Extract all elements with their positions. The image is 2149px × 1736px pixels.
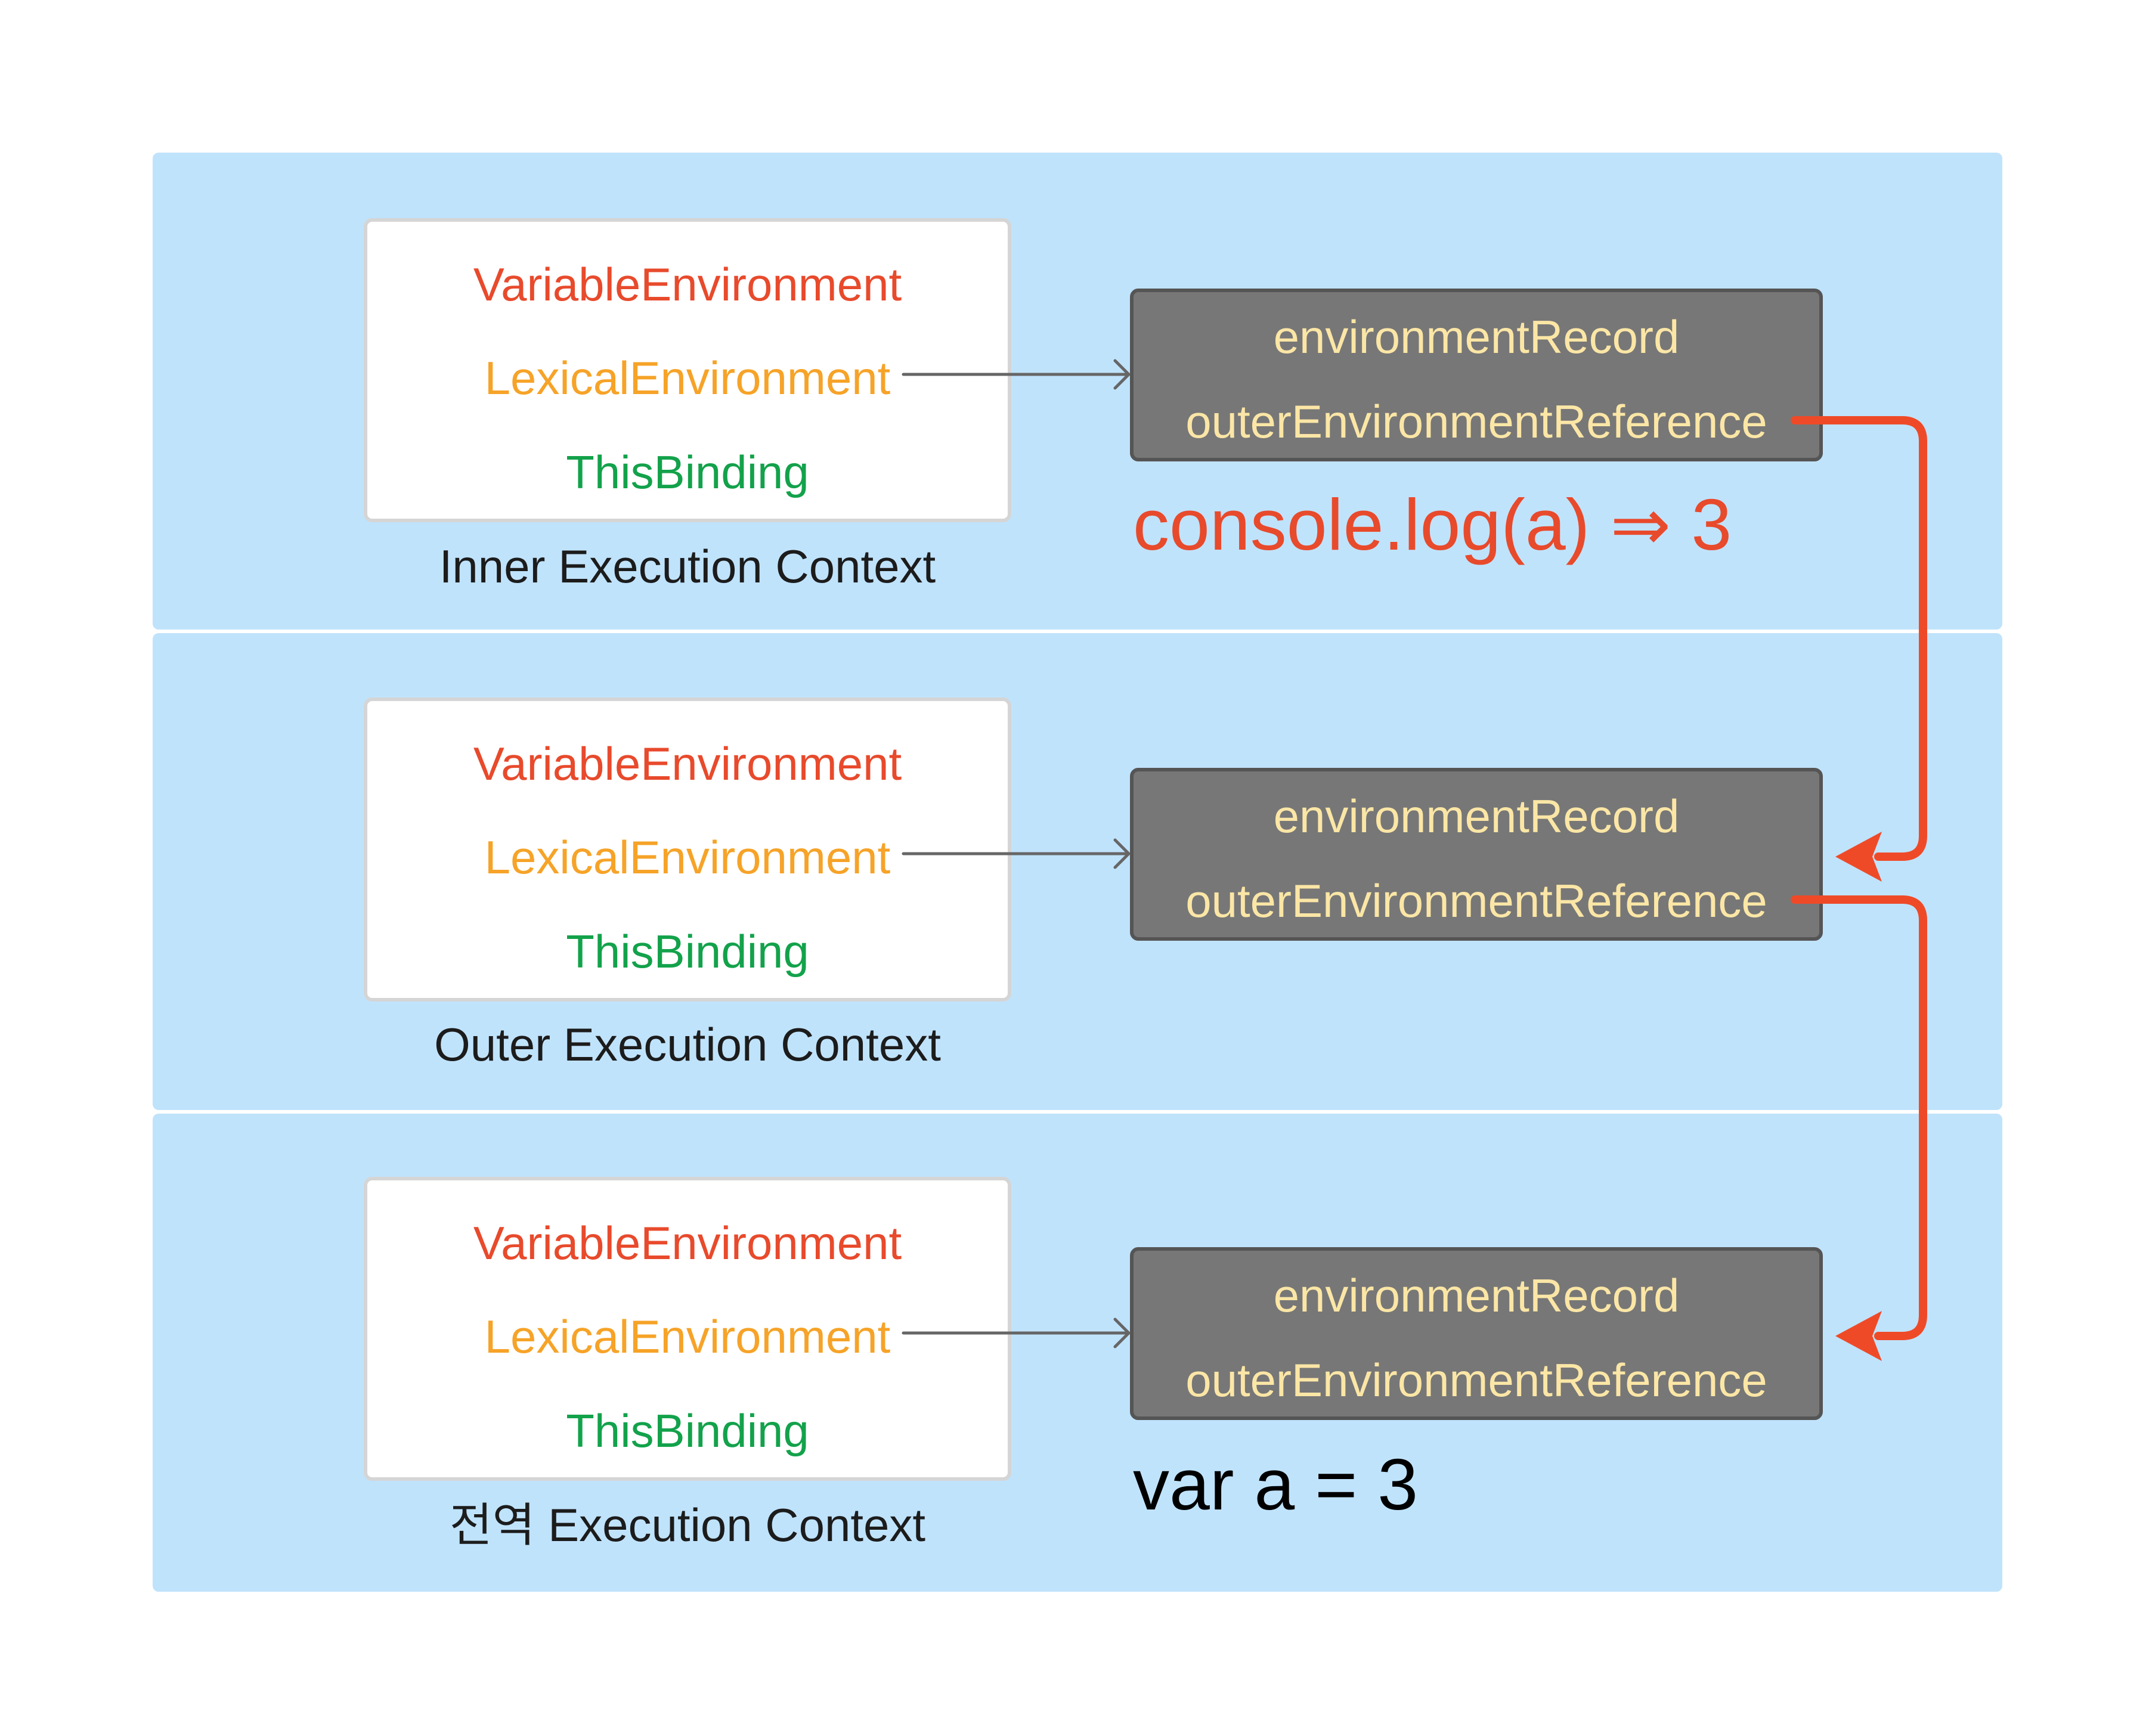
lexical-environment-label: LexicalEnvironment	[484, 1310, 891, 1363]
inner-execution-context-box: VariableEnvironment LexicalEnvironment T…	[364, 218, 1011, 522]
lexical-environment-label: LexicalEnvironment	[484, 831, 891, 884]
environment-record-label: environmentRecord	[1273, 1269, 1680, 1322]
this-binding-label: ThisBinding	[566, 446, 809, 498]
outer-execution-context-box: VariableEnvironment LexicalEnvironment T…	[364, 698, 1011, 1002]
global-execution-context-box: VariableEnvironment LexicalEnvironment T…	[364, 1177, 1011, 1481]
outer-environment-reference-label: outerEnvironmentReference	[1185, 395, 1767, 448]
this-binding-label: ThisBinding	[566, 925, 809, 978]
lexical-environment-label: LexicalEnvironment	[484, 352, 891, 404]
outer-lexical-environment-box: environmentRecord outerEnvironmentRefere…	[1130, 768, 1823, 941]
inner-lexical-environment-box: environmentRecord outerEnvironmentRefere…	[1130, 289, 1823, 461]
outer-environment-reference-label: outerEnvironmentReference	[1185, 1354, 1767, 1406]
variable-environment-label: VariableEnvironment	[473, 737, 902, 790]
outer-environment-reference-label: outerEnvironmentReference	[1185, 875, 1767, 927]
outer-execution-context-label: Outer Execution Context	[434, 1018, 941, 1071]
environment-record-label: environmentRecord	[1273, 311, 1680, 363]
inner-execution-context-label: Inner Execution Context	[439, 540, 936, 593]
global-lexical-environment-box: environmentRecord outerEnvironmentRefere…	[1130, 1247, 1823, 1420]
environment-record-label: environmentRecord	[1273, 790, 1680, 842]
this-binding-label: ThisBinding	[566, 1405, 809, 1457]
console-log-note: console.log(a) ⇒ 3	[1133, 484, 1732, 565]
variable-environment-label: VariableEnvironment	[473, 1217, 902, 1269]
var-declaration-note: var a = 3	[1133, 1444, 1419, 1525]
variable-environment-label: VariableEnvironment	[473, 258, 902, 311]
global-execution-context-label: 전역 Execution Context	[449, 1499, 926, 1551]
